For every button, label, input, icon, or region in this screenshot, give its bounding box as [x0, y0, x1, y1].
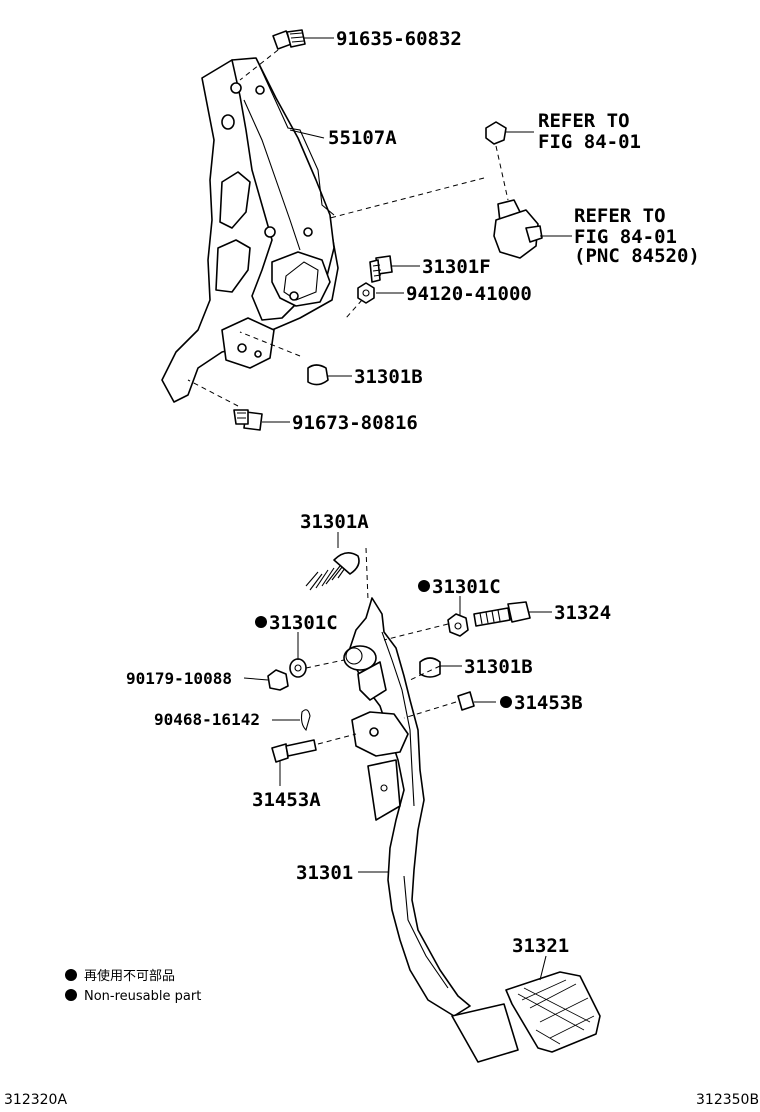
label-90179-10088: 90179-10088 — [126, 669, 232, 688]
bolt-31301F — [369, 255, 393, 283]
bolt-91673-80816 — [187, 379, 263, 431]
label-55107A: 55107A — [328, 127, 397, 149]
legend-dot-icon — [65, 969, 77, 981]
figure-code-right: 312350B — [696, 1092, 759, 1108]
label-31301A: 31301A — [300, 511, 369, 533]
figure-code-left: 312320A — [4, 1092, 67, 1108]
label-94120-41000: 94120-41000 — [406, 283, 532, 305]
label-31301C-left: 31301C — [269, 612, 338, 634]
legend-dot-icon — [65, 989, 77, 1001]
return-spring-31301A — [305, 547, 369, 601]
lower-leaders — [243, 532, 552, 981]
label-31324: 31324 — [554, 602, 611, 624]
legend-item-jp: 再使用不可部品 — [84, 968, 175, 984]
label-91635-60832: 91635-60832 — [336, 28, 462, 50]
label-31321: 31321 — [512, 935, 569, 957]
label-refer1-line2: FIG 84-01 — [538, 131, 641, 153]
stop-lamp-switch — [329, 121, 543, 259]
label-90468-16142: 90468-16142 — [154, 710, 260, 729]
label-31301C-right: 31301C — [432, 576, 501, 598]
bolt-91635-60832 — [239, 29, 306, 81]
upper-leaders — [262, 37, 572, 423]
pedal-bracket-55107A — [161, 57, 339, 403]
clip-31301B-top — [239, 331, 329, 386]
label-91673-80816: 91673-80816 — [292, 412, 418, 434]
pedal-arm-31301 — [343, 597, 519, 1063]
label-31301: 31301 — [296, 862, 353, 884]
nut-94120-41000 — [345, 282, 375, 319]
legend: 再使用不可部品 Non-reusable part — [65, 968, 201, 1004]
non-reusable-dot — [500, 696, 512, 708]
label-refer1-line1: REFER TO — [538, 110, 630, 132]
label-refer2-line1: REFER TO — [574, 205, 666, 227]
lower-small-parts — [267, 601, 531, 763]
non-reusable-dot — [418, 580, 430, 592]
label-31453A: 31453A — [252, 789, 321, 811]
pedal-pad-31321 — [505, 971, 601, 1053]
part-labels: 91635-60832 55107A REFER TO FIG 84-01 RE… — [126, 28, 700, 957]
label-refer2-line3: (PNC 84520) — [574, 245, 700, 267]
legend-item-en: Non-reusable part — [84, 989, 201, 1004]
label-31301F: 31301F — [422, 256, 491, 278]
label-31301B-mid: 31301B — [464, 656, 533, 678]
non-reusable-dot — [255, 616, 267, 628]
label-refer2-line2: FIG 84-01 — [574, 226, 677, 248]
label-31453B: 31453B — [514, 692, 583, 714]
label-31301B-top: 31301B — [354, 366, 423, 388]
